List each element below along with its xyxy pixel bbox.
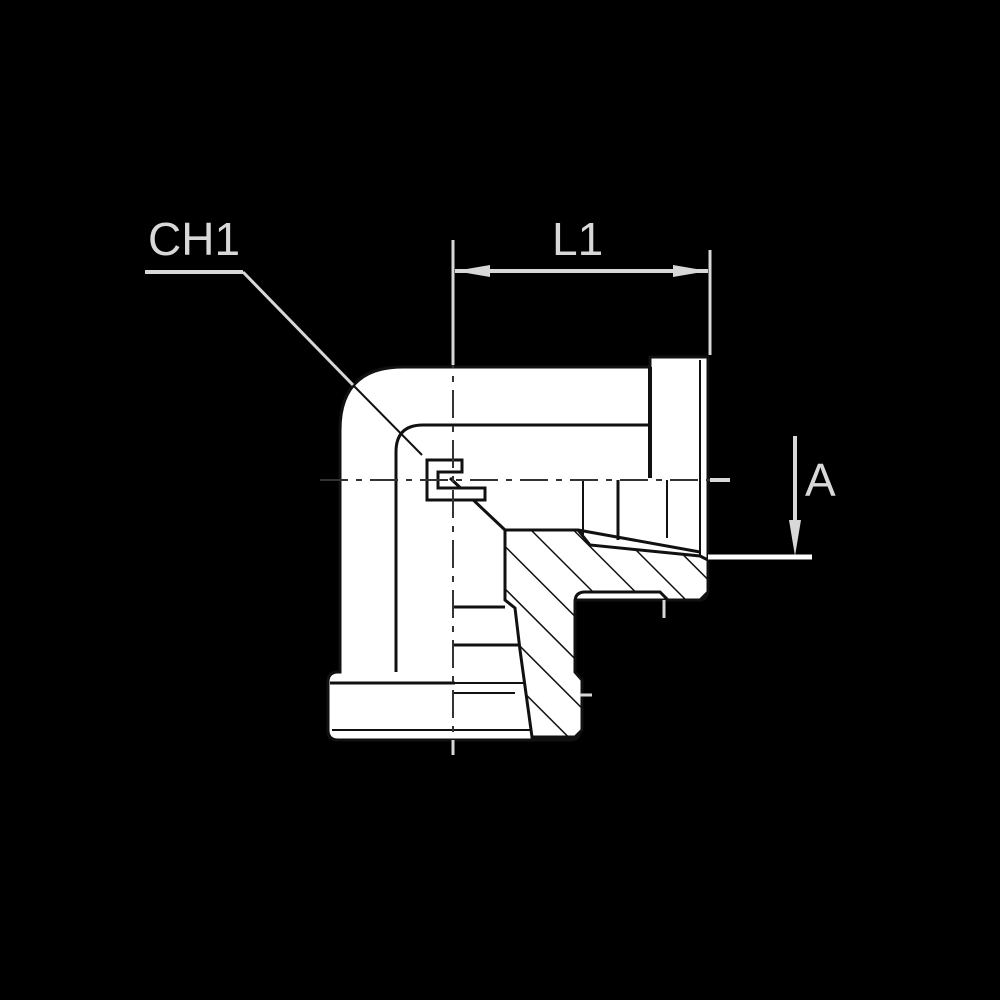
- centerlines: [320, 240, 730, 755]
- label-a: A: [805, 454, 836, 506]
- arrow-left-icon: [455, 265, 490, 277]
- arrow-down-icon: [789, 520, 801, 556]
- dimension-l1: L1: [455, 213, 708, 277]
- leader-ch1: CH1: [145, 213, 423, 456]
- label-l1: L1: [552, 213, 603, 265]
- arrow-right-icon: [673, 265, 708, 277]
- hex-symbol: [425, 458, 487, 502]
- dimension-a: A: [708, 436, 836, 560]
- label-ch1: CH1: [148, 213, 240, 265]
- bore-details: [453, 480, 701, 694]
